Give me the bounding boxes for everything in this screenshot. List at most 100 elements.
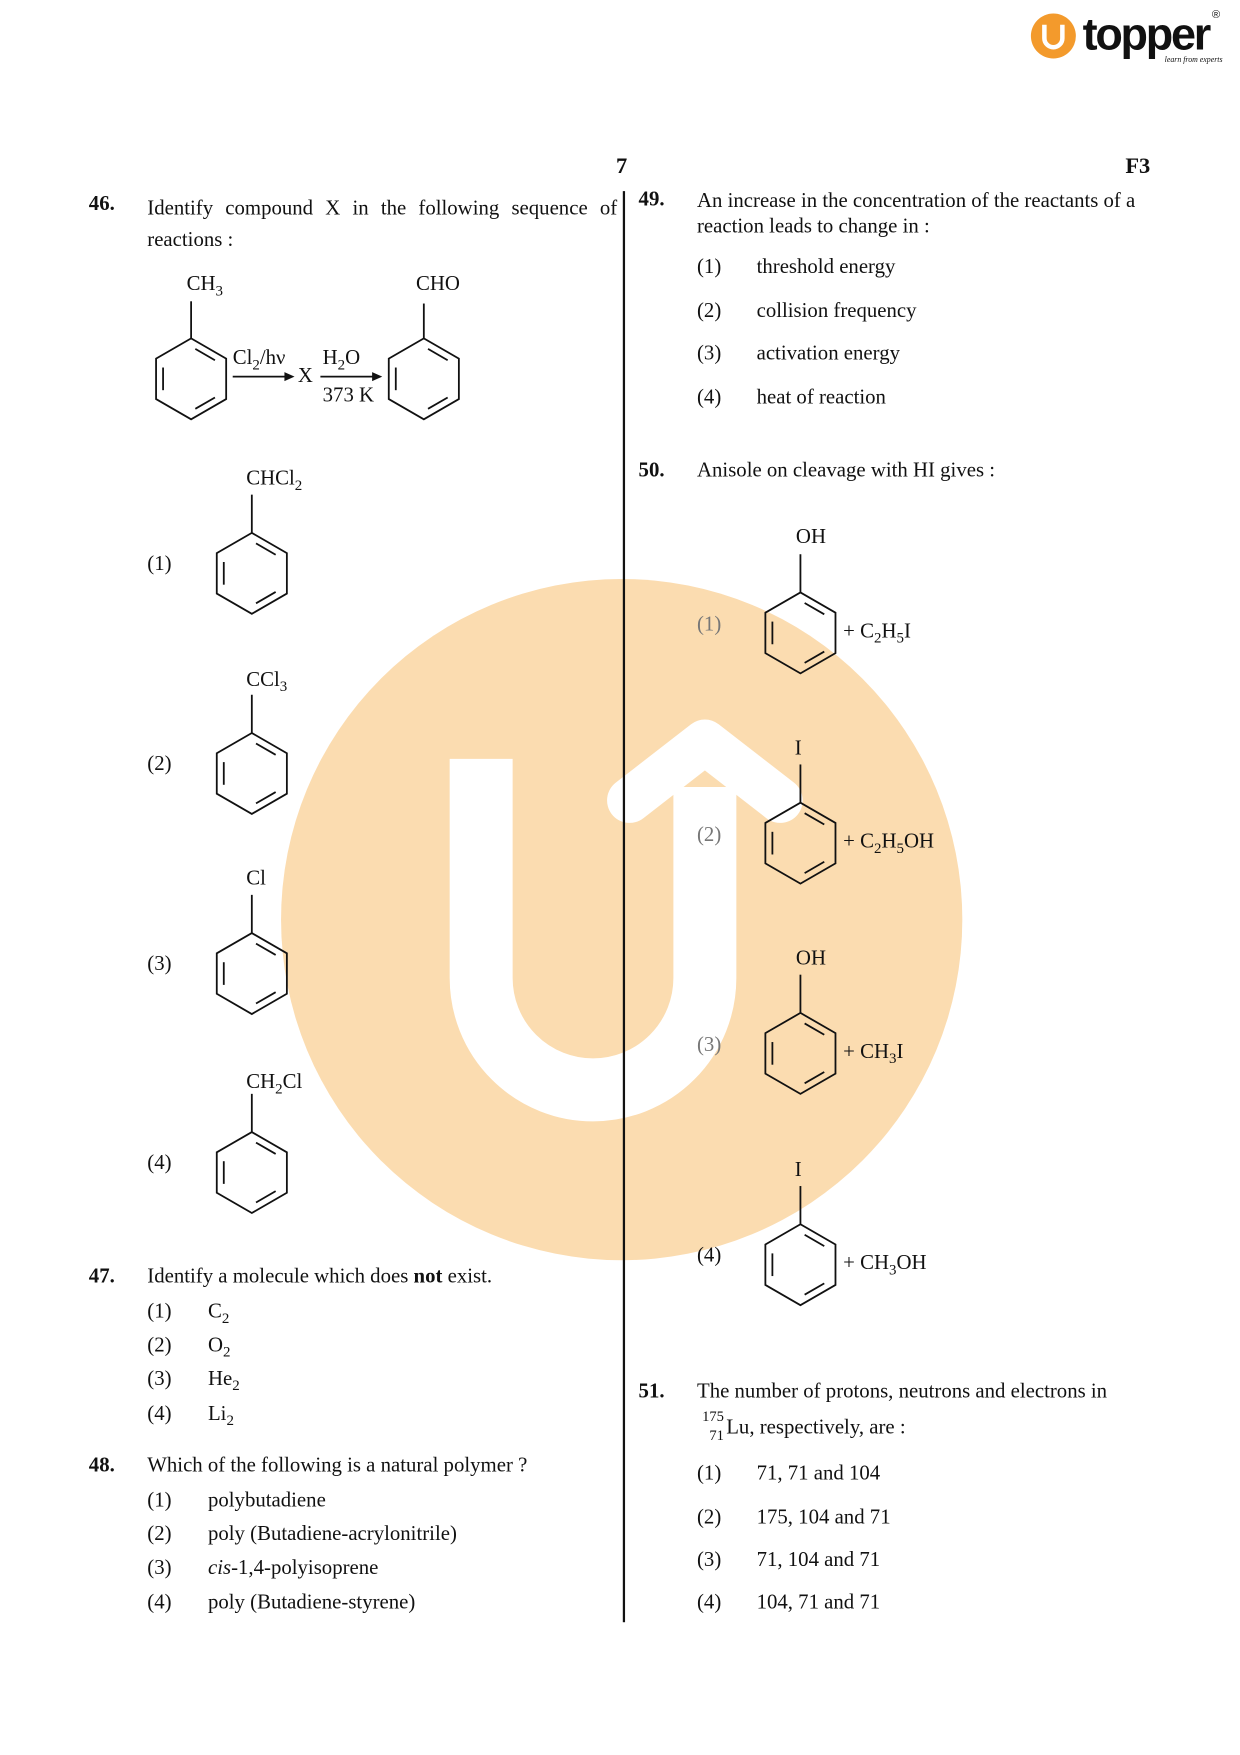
page-number: 7 bbox=[616, 154, 628, 179]
reaction-arrow-1 bbox=[232, 372, 295, 382]
option-number: (2) bbox=[697, 1506, 722, 1529]
option-number: (1) bbox=[697, 613, 722, 637]
mass-number: 175 bbox=[702, 1407, 724, 1425]
option-text: 71, 71 and 104 bbox=[756, 1462, 881, 1486]
option-number: (4) bbox=[147, 1152, 172, 1175]
q46-number: 46. bbox=[88, 193, 115, 216]
q51-text: The number of protons, neutrons and elec… bbox=[697, 1380, 1108, 1404]
option-text-italic: cis bbox=[207, 1557, 232, 1580]
ring-substituent: OH bbox=[795, 526, 826, 549]
option-number: (2) bbox=[147, 753, 172, 776]
q47-text-b: exist. bbox=[442, 1265, 493, 1289]
ring-substituent: I bbox=[794, 737, 802, 760]
atomic-number: 71 bbox=[709, 1426, 724, 1444]
product-ring bbox=[764, 1186, 837, 1307]
co-product: + C2H5OH bbox=[843, 830, 935, 857]
reagent-1: Cl2/hν bbox=[232, 347, 286, 373]
option-number: (4) bbox=[697, 1244, 722, 1267]
option-number: (3) bbox=[697, 1549, 722, 1572]
product-ring bbox=[764, 974, 837, 1095]
element-symbol: Lu bbox=[726, 1416, 750, 1439]
reactant-substituent: CH3 bbox=[186, 273, 223, 299]
option-number: (2) bbox=[147, 1523, 172, 1546]
co-product: + CH3OH bbox=[843, 1252, 927, 1278]
option-text: poly (Butadiene-acrylonitrile) bbox=[207, 1523, 457, 1546]
q47-number: 47. bbox=[88, 1265, 115, 1289]
option-text: 175, 104 and 71 bbox=[756, 1506, 891, 1529]
co-product: + CH3I bbox=[843, 1041, 904, 1067]
intermediate-x: X bbox=[297, 365, 313, 388]
option-number: (3) bbox=[147, 1557, 172, 1580]
option-text: threshold energy bbox=[756, 256, 896, 279]
registered-mark: ® bbox=[1211, 8, 1221, 22]
product-ring bbox=[764, 554, 837, 675]
option-text: C2 bbox=[207, 1300, 230, 1327]
q47-text-a: Identify a molecule which does bbox=[147, 1265, 414, 1289]
option-text: activation energy bbox=[756, 342, 901, 366]
ring-substituent: I bbox=[794, 1159, 802, 1182]
option-text: poly (Butadiene-styrene) bbox=[207, 1591, 416, 1615]
option-number: (4) bbox=[697, 1591, 722, 1615]
q50-number: 50. bbox=[638, 459, 665, 483]
option-number: (1) bbox=[147, 553, 172, 576]
option-ring bbox=[215, 1093, 288, 1215]
product-substituent: CHO bbox=[415, 273, 460, 296]
option-number: (3) bbox=[147, 953, 172, 976]
option-substituent: CCl3 bbox=[246, 668, 288, 695]
reagent-2-condition: 373 K bbox=[322, 384, 375, 407]
q47-text-bold: not bbox=[413, 1265, 443, 1289]
watermark-arrow-head bbox=[607, 719, 803, 823]
product-ring bbox=[764, 764, 837, 885]
co-product: + C2H5I bbox=[843, 620, 911, 647]
column-divider bbox=[622, 191, 625, 1623]
option-number: (3) bbox=[697, 1034, 722, 1057]
logo-mark-icon bbox=[1030, 13, 1076, 59]
option-number: (4) bbox=[147, 1403, 172, 1426]
option-text: 104, 71 and 71 bbox=[756, 1591, 881, 1615]
q46-text: Identify compound X in the following seq… bbox=[147, 197, 618, 252]
option-number: (1) bbox=[147, 1300, 172, 1324]
option-number: (1) bbox=[147, 1489, 172, 1513]
watermark-u-shape bbox=[449, 758, 737, 1122]
option-substituent: CHCl2 bbox=[246, 467, 303, 494]
q49-text: An increase in the concentration of the … bbox=[697, 189, 1136, 239]
option-ring bbox=[215, 694, 288, 815]
option-text: polybutadiene bbox=[207, 1489, 326, 1513]
option-substituent: CH2Cl bbox=[246, 1071, 303, 1097]
option-text: Li2 bbox=[207, 1403, 234, 1429]
option-text: collision frequency bbox=[756, 300, 917, 323]
reagent-2: H2O bbox=[322, 347, 361, 373]
brand-name: topper bbox=[1082, 10, 1212, 60]
benzaldehyde-ring bbox=[387, 303, 460, 421]
q48-text: Which of the following is a natural poly… bbox=[147, 1454, 528, 1478]
reaction-arrow-2 bbox=[320, 372, 383, 382]
ring-substituent: OH bbox=[795, 947, 826, 971]
option-ring bbox=[215, 894, 288, 1016]
option-number: (4) bbox=[147, 1591, 172, 1615]
option-text: He2 bbox=[207, 1368, 240, 1394]
q51-number: 51. bbox=[638, 1380, 665, 1404]
paper-code: F3 bbox=[1125, 154, 1151, 179]
option-number: (1) bbox=[697, 1462, 722, 1486]
option-text: cis-1,4-polyisoprene bbox=[208, 1557, 378, 1581]
brand-tagline: learn from experts bbox=[1164, 55, 1223, 65]
option-text: 71, 104 and 71 bbox=[756, 1549, 881, 1572]
option-number: (2) bbox=[697, 824, 722, 847]
option-number: (2) bbox=[697, 300, 722, 323]
option-substituent: Cl bbox=[246, 867, 266, 891]
option-ring bbox=[215, 494, 288, 615]
option-number: (1) bbox=[697, 256, 722, 279]
option-number: (2) bbox=[147, 1334, 172, 1357]
option-number: (4) bbox=[697, 386, 722, 410]
option-number: (3) bbox=[147, 1368, 172, 1391]
q47-text: Identify a molecule which does not exist… bbox=[147, 1266, 492, 1290]
option-number: (3) bbox=[697, 342, 722, 366]
toluene-ring bbox=[155, 301, 228, 421]
option-text-rest: -1,4-polyisoprene bbox=[231, 1557, 379, 1580]
option-text: O2 bbox=[207, 1334, 231, 1360]
q51-text-after: , respectively, are : bbox=[749, 1416, 906, 1439]
